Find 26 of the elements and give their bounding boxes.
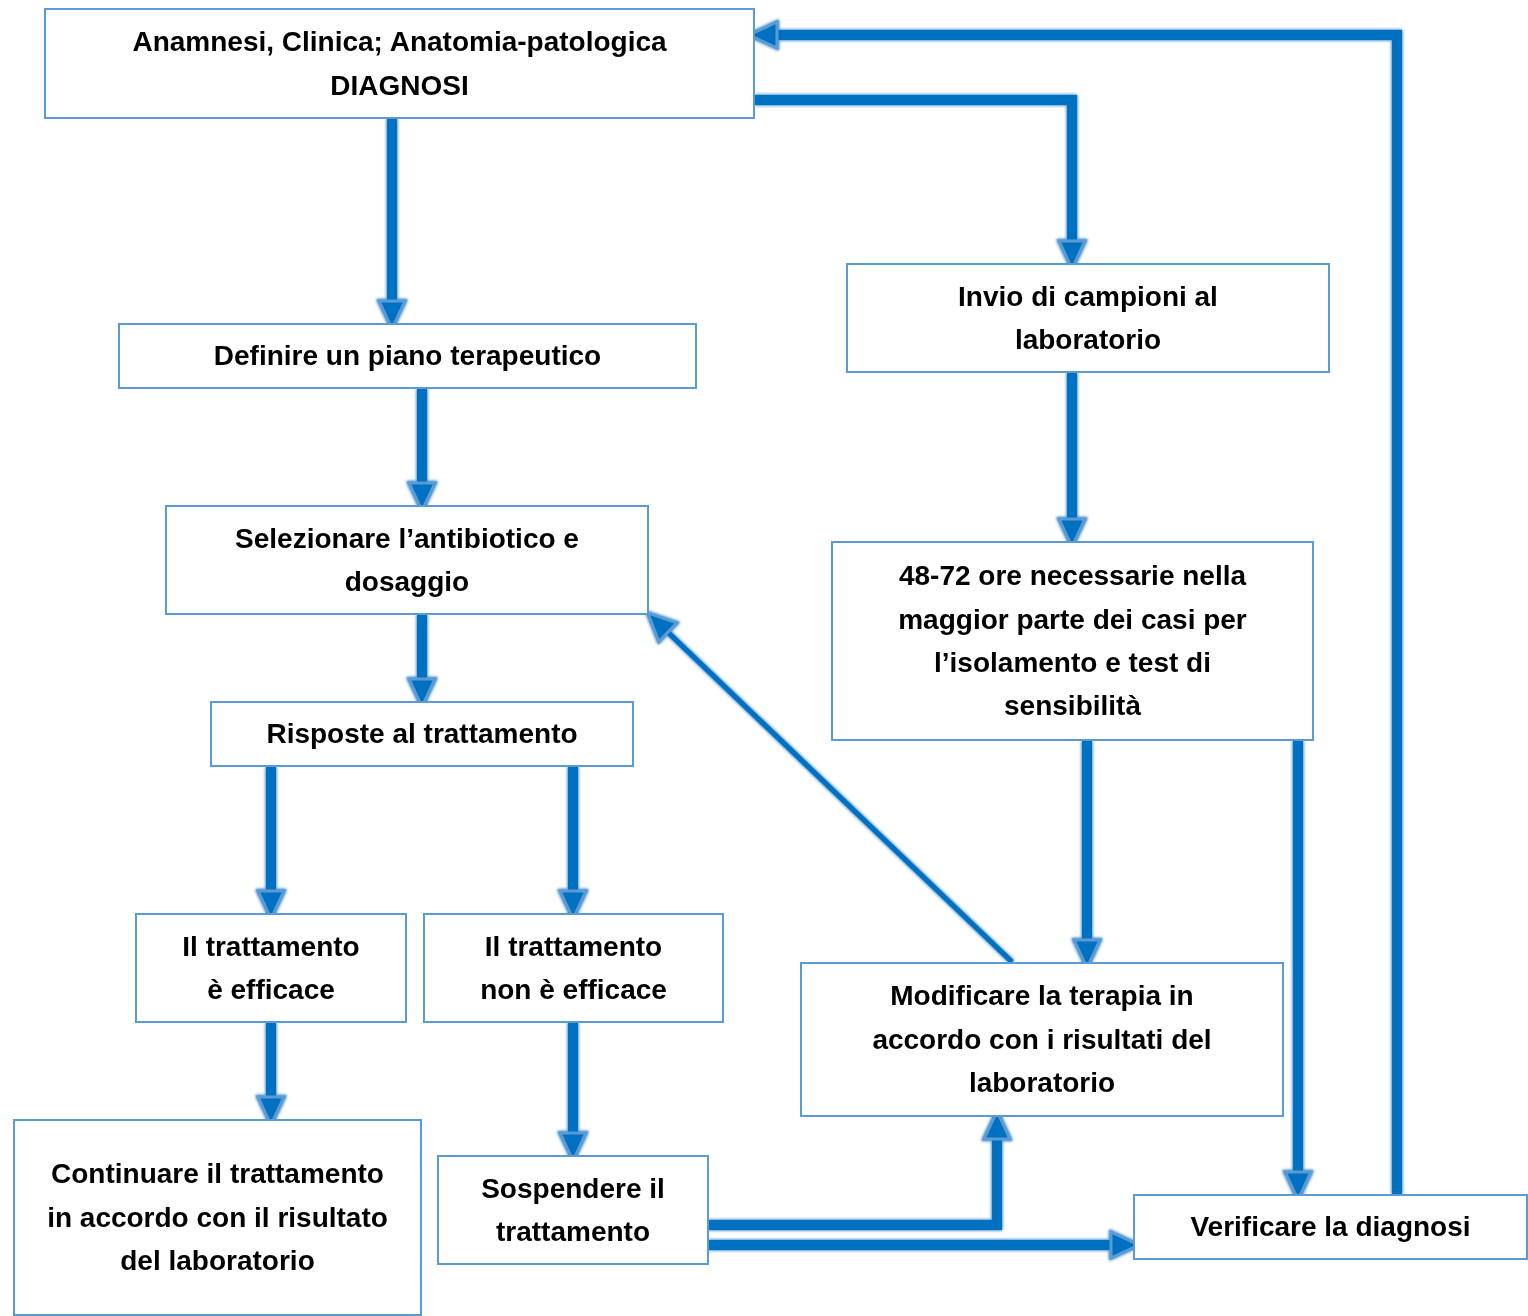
box-text: Selezionare l’antibiotico e dosaggio <box>234 521 580 599</box>
process-box <box>1133 1194 1528 1260</box>
box-text: Verificare la diagnosi <box>1190 1210 1471 1245</box>
box-text: 48-72 ore necessarie nella maggior parte dei casi per l’isolamento e test di sensibilità <box>897 559 1248 724</box>
process-box <box>210 701 634 767</box>
process-box <box>437 1155 709 1265</box>
process-box <box>165 505 649 615</box>
box-text: Continuare il trattamento in accordo con il risultato del laboratorio <box>46 1157 389 1279</box>
box-text: Risposte al trattamento <box>266 717 578 752</box>
box-text: Invio di campioni al laboratorio <box>957 279 1219 357</box>
process-box <box>118 323 697 389</box>
box-text: Sospendere il trattamento <box>480 1171 666 1249</box>
process-box <box>831 541 1314 741</box>
box-text: DIAGNOSI <box>329 68 470 103</box>
process-box <box>846 263 1330 373</box>
box-text: Anamnesi, Clinica; Anatomia-patologica <box>132 25 667 60</box>
box-text: Il trattamento è efficace <box>181 929 361 1007</box>
process-box <box>135 913 407 1023</box>
box-text: Definire un piano terapeutico <box>213 339 602 374</box>
process-box <box>44 8 755 119</box>
process-box <box>800 962 1284 1117</box>
block-arrow <box>646 611 1014 964</box>
process-box <box>13 1119 422 1316</box>
process-box <box>423 913 724 1023</box>
box-text: Il trattamento non è efficace <box>479 929 668 1007</box>
box-text: Modificare la terapia in accordo con i risultati del laboratorio <box>871 979 1213 1101</box>
